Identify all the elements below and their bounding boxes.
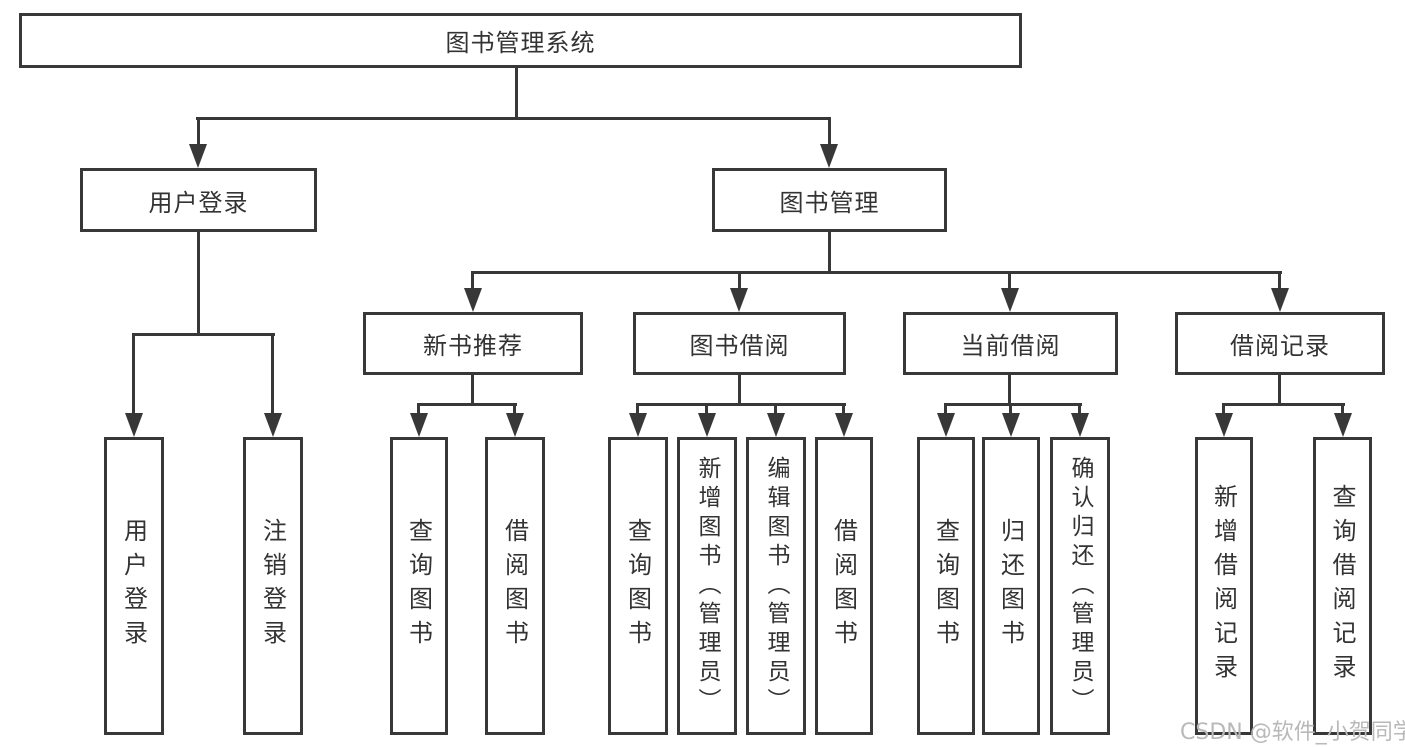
node-new-book-recommend: 新书推荐 [363, 312, 583, 375]
node-return-book: 归还图书 [982, 437, 1040, 735]
arrow-down-icon [698, 413, 716, 437]
node-add-book-admin: 新增图书（管理员） [677, 437, 737, 735]
node-edit-book-admin: 编辑图书（管理员） [746, 437, 806, 735]
node-book-borrow: 图书借阅 [633, 312, 846, 375]
connector-line [636, 403, 639, 415]
arrow-down-icon [1271, 288, 1289, 312]
connector-line [944, 403, 947, 415]
connector-line [417, 403, 420, 415]
arrow-down-icon [835, 413, 853, 437]
arrow-down-icon [410, 413, 428, 437]
node-borrow-books: 借阅图书 [815, 437, 873, 735]
arrow-down-icon [1334, 413, 1352, 437]
connector-line [774, 403, 777, 415]
connector-line [1222, 403, 1225, 415]
arrow-down-icon [1071, 413, 1089, 437]
arrow-down-icon [506, 413, 524, 437]
connector-line [471, 375, 474, 406]
arrow-down-icon [264, 413, 282, 437]
connector-line [132, 333, 275, 336]
connector-line [471, 271, 474, 290]
connector-line [417, 403, 517, 406]
node-query-borrow-record: 查询借阅记录 [1313, 437, 1372, 735]
arrow-down-icon [189, 144, 207, 168]
node-logout: 注销登录 [243, 437, 303, 735]
node-current-borrow: 当前借阅 [903, 312, 1118, 375]
connector-line [471, 271, 1282, 274]
connector-line [842, 403, 845, 415]
connector-line [197, 117, 200, 145]
connector-line [197, 232, 200, 335]
connector-line [1341, 403, 1344, 415]
connector-line [271, 333, 274, 415]
arrow-down-icon [1001, 288, 1019, 312]
connector-line [705, 403, 708, 415]
connector-line [196, 117, 831, 120]
node-root: 图书管理系统 [19, 13, 1022, 68]
node-user-login-group: 用户登录 [80, 168, 317, 232]
arrow-down-icon [767, 413, 785, 437]
arrow-down-icon [1215, 413, 1233, 437]
node-book-management: 图书管理 [712, 168, 947, 232]
connector-line [513, 403, 516, 415]
arrow-down-icon [1002, 413, 1020, 437]
connector-line [515, 67, 518, 120]
connector-line [1009, 403, 1012, 415]
connector-line [1222, 403, 1345, 406]
arrow-down-icon [125, 413, 143, 437]
connector-line [1008, 271, 1011, 290]
arrow-down-icon [629, 413, 647, 437]
arrow-down-icon [464, 288, 482, 312]
connector-line [1008, 375, 1011, 406]
connector-line [828, 117, 831, 145]
arrow-down-icon [820, 144, 838, 168]
node-rec-query-books: 查询图书 [390, 437, 448, 735]
connector-line [1278, 271, 1281, 290]
connector-line [738, 271, 741, 290]
connector-line [132, 333, 135, 415]
node-confirm-return-admin: 确认归还（管理员） [1050, 437, 1110, 735]
connector-line [828, 232, 831, 273]
node-rec-borrow-books: 借阅图书 [485, 437, 545, 735]
node-add-borrow-record: 新增借阅记录 [1195, 437, 1253, 735]
connector-line [738, 375, 741, 406]
node-user-login: 用户登录 [104, 437, 164, 735]
node-borrow-records: 借阅记录 [1175, 312, 1385, 375]
connector-line [636, 403, 846, 406]
connector-line [1078, 403, 1081, 415]
watermark: CSDN @软件_小贺同学 [1180, 720, 1405, 745]
node-borrow-query-books: 查询图书 [608, 437, 668, 735]
node-current-query-books: 查询图书 [917, 437, 975, 735]
connector-line [1278, 375, 1281, 406]
connector-line [944, 403, 1082, 406]
arrow-down-icon [730, 288, 748, 312]
arrow-down-icon [937, 413, 955, 437]
